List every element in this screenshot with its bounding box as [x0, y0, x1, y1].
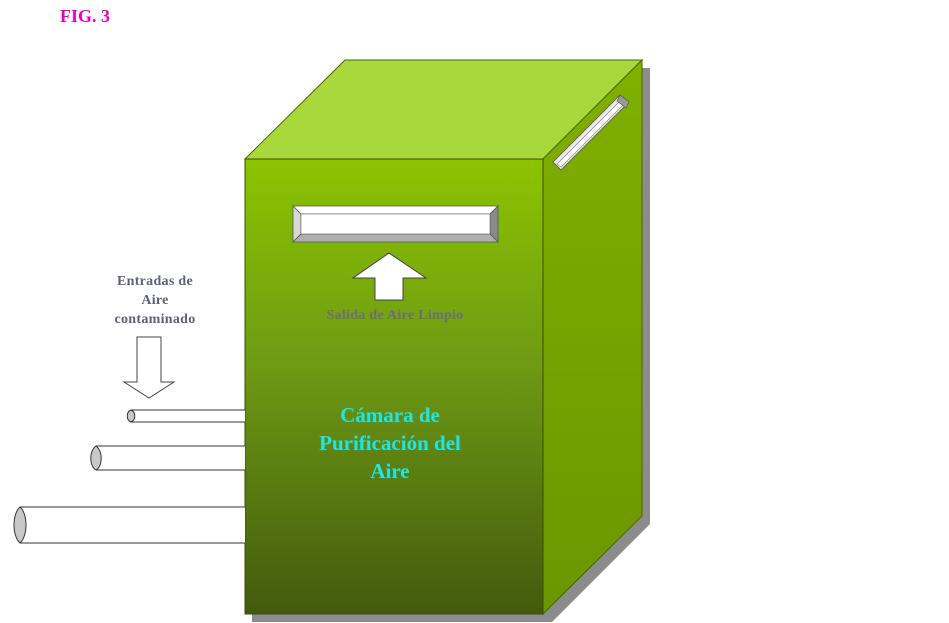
inlet-pipe-large	[13, 506, 245, 544]
inlet-label-line1: Entradas de	[116, 274, 194, 289]
chamber-label-line2: Purificación del	[319, 431, 461, 455]
inlet-label-line2: Aire	[141, 293, 169, 308]
top-outlet-slot	[552, 94, 630, 171]
inlet-arrow-icon	[122, 336, 176, 399]
outlet-label: Salida de Aire Limpio	[326, 308, 464, 323]
chamber-label-line3: Aire	[370, 459, 410, 483]
front-outlet-slot	[292, 205, 499, 243]
inlet-pipe-medium	[90, 445, 245, 471]
inlet-label-line3: contaminado	[114, 312, 196, 327]
chamber-label-line1: Cámara de	[340, 403, 440, 427]
figure-label: FIG. 3	[60, 6, 111, 26]
inlet-pipe-small	[126, 409, 245, 423]
outlet-arrow-icon	[351, 252, 428, 301]
chamber-label: Cámara de Purificación del Aire	[288, 401, 492, 485]
inlet-label: Entradas de Aire contaminado	[96, 272, 214, 329]
